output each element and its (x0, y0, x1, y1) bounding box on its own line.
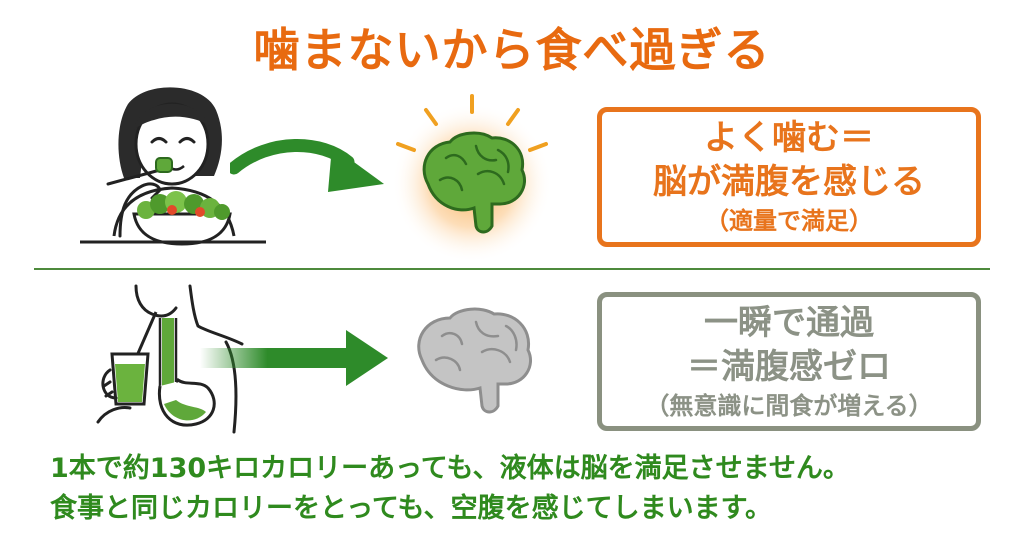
gray-brain-icon (417, 307, 532, 414)
caption-text: 1本で約130キロカロリーあっても、液体は脳を満足させません。 食事と同じカロリ… (50, 449, 1000, 529)
caption-line-1: 1本で約130キロカロリーあっても、液体は脳を満足させません。 (50, 453, 850, 484)
curved-arrow-icon (230, 139, 384, 192)
callout-line-3: （無意識に間食が増える） (645, 391, 933, 420)
page-title: 噛まないから食べ過ぎる (253, 23, 771, 77)
straight-arrow-icon (200, 330, 388, 386)
callout-line-3: （適量で満足） (705, 207, 873, 235)
liquid-drawback-callout: 一瞬で通過 ＝満腹感ゼロ （無意識に間食が増える） (597, 292, 981, 431)
woman-eating-salad-icon (80, 87, 266, 246)
callout-line-1: 一瞬で通過 (704, 302, 874, 343)
drinking-juice-stomach-icon (96, 284, 244, 434)
callout-line-2: ＝満腹感ゼロ (687, 346, 891, 387)
callout-line-2: 脳が満腹を感じる (653, 162, 925, 202)
callout-line-1: よく噛む＝ (704, 118, 874, 158)
caption-line-2: 食事と同じカロリーをとっても、空腹を感じてしまいます。 (50, 493, 772, 524)
glowing-brain-icon (392, 94, 552, 260)
chewing-benefit-callout: よく噛む＝ 脳が満腹を感じる （適量で満足） (597, 107, 981, 247)
section-divider (34, 268, 990, 270)
